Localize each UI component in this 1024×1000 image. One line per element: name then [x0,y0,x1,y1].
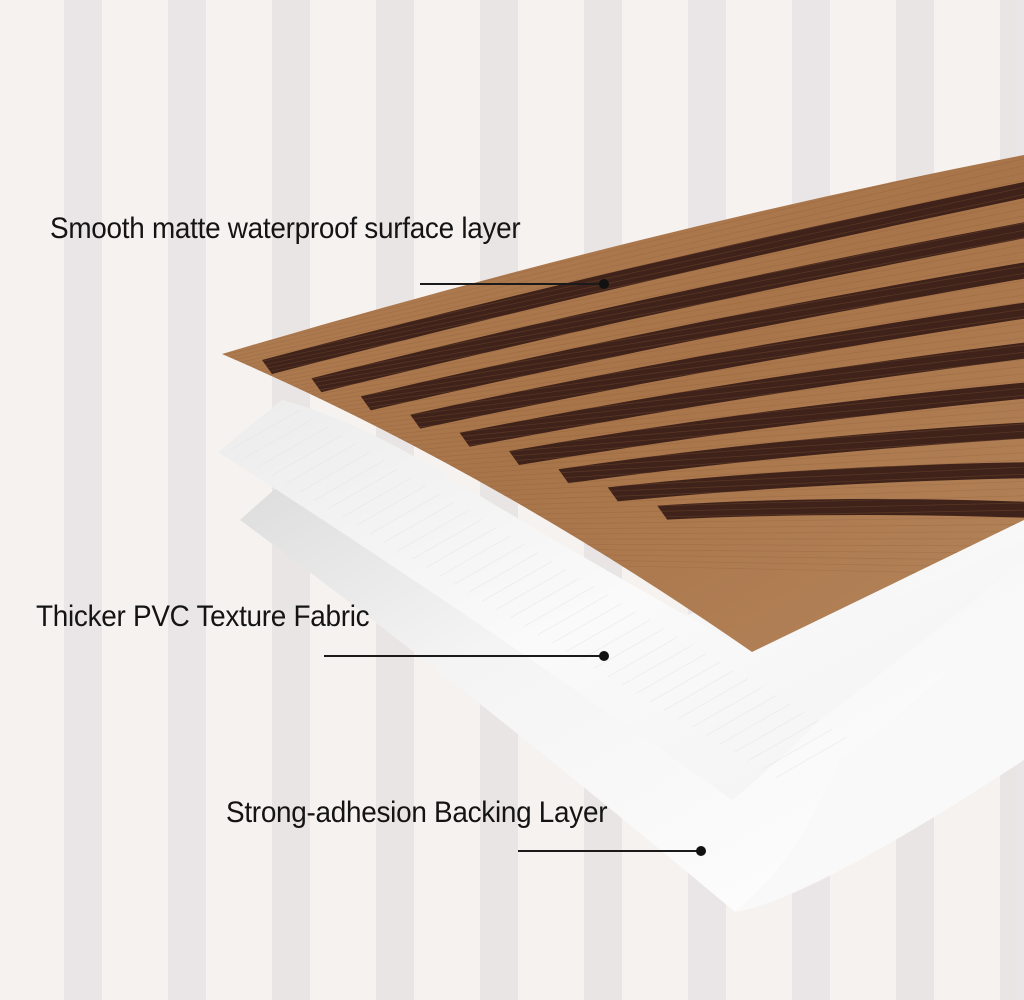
wood-grain-line [222,214,1024,378]
fabric-weave-line [327,468,399,510]
background-stripe [168,0,206,1000]
fabric-weave-line [523,586,595,627]
wood-grain-line [222,279,1024,411]
leader-dot-surface [599,279,609,289]
wood-grain-line [222,192,1024,367]
fabric-weave-line [313,460,385,501]
fabric-weave-line [663,670,735,711]
wood-grain-line [222,164,1024,353]
wood-grain-line [222,322,1024,432]
wood-slat-groove [558,421,1024,484]
fabric-weave-line [565,611,637,652]
fabric-weave-line [411,518,483,560]
wood-slat-groove [607,461,1024,502]
leader-line-fabric [324,651,609,661]
fabric-weave-line [509,577,581,619]
fabric-weave-line [439,535,511,577]
fabric-weave-line [257,426,329,468]
wood-slat-groove [509,380,1024,465]
fabric-weave-line [453,544,525,585]
wood-grain-line [222,257,1024,400]
wood-grain-line [222,156,1024,349]
fabric-weave-line [719,703,791,745]
fabric-weave-line [733,712,805,753]
fabric-weave-line [425,527,497,568]
fabric-weave-line [229,409,301,451]
fabric-weave-line [467,552,539,594]
fabric-weave-line [705,695,777,736]
wood-grain-line [222,315,1024,429]
wood-slat-groove [360,259,1024,411]
fabric-weave-line [691,686,763,728]
wood-grain-line [222,185,1024,364]
wood-grain-line [222,228,1024,385]
leader-dot-backing [696,846,706,856]
label-fabric-layer: Thicker PVC Texture Fabric [36,600,370,633]
wood-grain-line [222,207,1024,375]
wood-grain-line [222,178,1024,360]
fabric-weave-line [369,493,441,535]
fabric-weave-line [243,418,315,459]
fabric-weave-line [551,602,623,644]
background-stripe [64,0,102,1000]
wood-grain-line [222,286,1024,414]
fabric-texture [229,409,847,778]
wood-grain-line [222,200,1024,371]
fabric-weave-line [677,678,749,720]
fabric-weave-line [495,569,567,610]
wood-slat-groove [262,178,1024,374]
wood-grain-line [222,221,1024,382]
leader-line-backing [518,846,706,856]
wood-grain-line [222,264,1024,403]
wood-grain-line [222,272,1024,407]
wood-grain-line [222,250,1024,396]
wood-grain-line [222,171,1024,357]
wood-grain-line [222,300,1024,421]
fabric-weave-line [355,485,427,526]
wood-slat-groove [657,498,1024,520]
wood-grain-line [222,236,1024,389]
wood-slat-groove [311,218,1024,393]
backing-layer-edge [735,602,1024,912]
fabric-weave-line [537,594,609,636]
fabric-weave-line [341,476,413,518]
fabric-weave-line [775,737,847,778]
leader-line-surface [420,279,609,289]
wood-grain-line [222,243,1024,393]
wood-slat-groove [459,340,1024,447]
fabric-weave-line [607,636,679,678]
fabric-weave-line [579,619,651,661]
fabric-weave-line [397,510,469,552]
wood-slat-groove [410,299,1024,429]
fabric-weave-line [481,560,553,602]
wood-grain-line [222,308,1024,425]
label-backing-layer: Strong-adhesion Backing Layer [226,796,608,829]
fabric-layer-sheet [218,400,1024,800]
fabric-weave-line [635,653,707,694]
wood-grain-line [222,293,1024,418]
fabric-weave-line [271,434,343,476]
fabric-weave-line [747,720,819,762]
label-surface-layer: Smooth matte waterproof surface layer [50,212,521,245]
leader-dot-fabric [599,651,609,661]
fabric-weave-line [593,628,665,669]
wood-slat-grooves [262,178,1024,520]
fabric-weave-line [299,451,371,493]
fabric-weave-line [383,502,455,543]
fabric-weave-line [761,728,833,770]
fabric-weave-line [621,644,693,686]
fabric-weave-line [285,443,357,484]
fabric-weave-line [649,661,721,703]
